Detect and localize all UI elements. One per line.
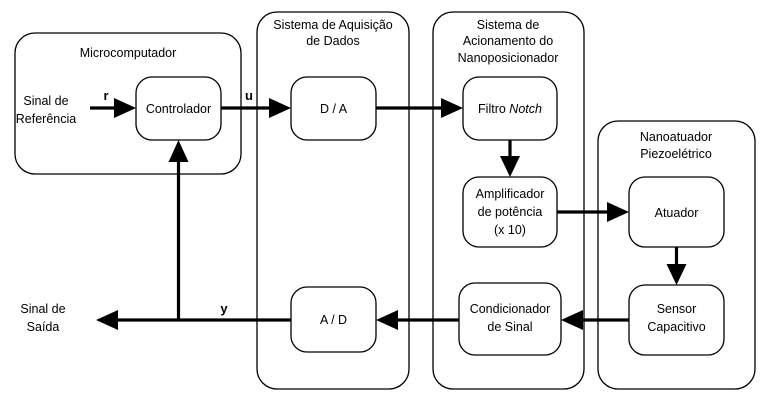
block-amplifier-line-2: de potência [478,205,543,219]
block-ad-converter: A / D [290,286,377,353]
group-microcomputer-title: Microcomputador [80,46,177,60]
signal-u-label: u [245,88,253,103]
block-conditioner-line-2: de Sinal [487,320,532,334]
signal-y-label: y [220,301,228,316]
block-conditioner-line-1: Condicionador [470,302,551,316]
arrow-notch-to-amplifier [500,140,520,177]
block-amplifier-line-3: (x 10) [494,223,526,237]
reference-signal-label-line-1: Sinal de [23,94,68,108]
arrow-conditioner-to-ad [376,310,459,330]
block-sensor: Sensor Capacitivo [628,284,725,356]
block-sensor-line-1: Sensor [657,302,697,316]
block-amplifier-line-1: Amplificador [476,187,545,201]
arrow-amplifier-to-actuator [557,202,629,222]
block-da-converter: D / A [290,76,377,141]
block-notch-label: Filtro Notch [478,102,542,116]
block-notch-filter: Filtro Notch [462,76,558,141]
arrow-reference-to-controller [90,98,136,118]
arrow-sensor-to-conditioner [561,310,629,330]
block-actuator-label: Atuador [655,206,699,220]
arrow-actuator-to-sensor [666,247,687,285]
group-actuation-title-line-1: Sistema de [477,18,540,32]
block-da-label: D / A [320,102,348,116]
output-signal-label-line-1: Sinal de [20,302,65,316]
arrow-controller-to-da [221,98,291,118]
arrow-ad-to-output [96,310,291,330]
group-actuation-title-line-3: Nanoposicionador [458,51,559,65]
block-ad-label: A / D [320,313,347,327]
group-nanoactuator-title-line-1: Nanoatuador [640,130,712,144]
block-controller: Controlador [135,76,222,141]
group-data-acquisition-title-line-2: de Dados [306,34,360,48]
block-sensor-line-2: Capacitivo [647,320,705,334]
block-actuator: Atuador [628,176,725,248]
output-signal-label-line-2: Saída [27,320,60,334]
arrow-feedback-to-controller [168,140,189,320]
block-controller-label: Controlador [146,102,211,116]
block-signal-conditioner: Condicionador de Sinal [458,282,562,356]
reference-signal-label-line-2: Referência [16,112,76,126]
notch-label-prefix: Filtro [478,102,509,116]
group-data-acquisition-title-line-1: Sistema de Aquisição [273,18,393,32]
block-power-amplifier: Amplificador de potência (x 10) [462,176,558,248]
group-actuation-title-line-2: Acionamento do [463,34,553,48]
group-nanoactuator-title-line-2: Piezoelétrico [640,147,712,161]
arrow-da-to-notch [376,98,463,118]
signal-r-label: r [103,88,108,103]
notch-label-italic: Notch [509,102,542,116]
